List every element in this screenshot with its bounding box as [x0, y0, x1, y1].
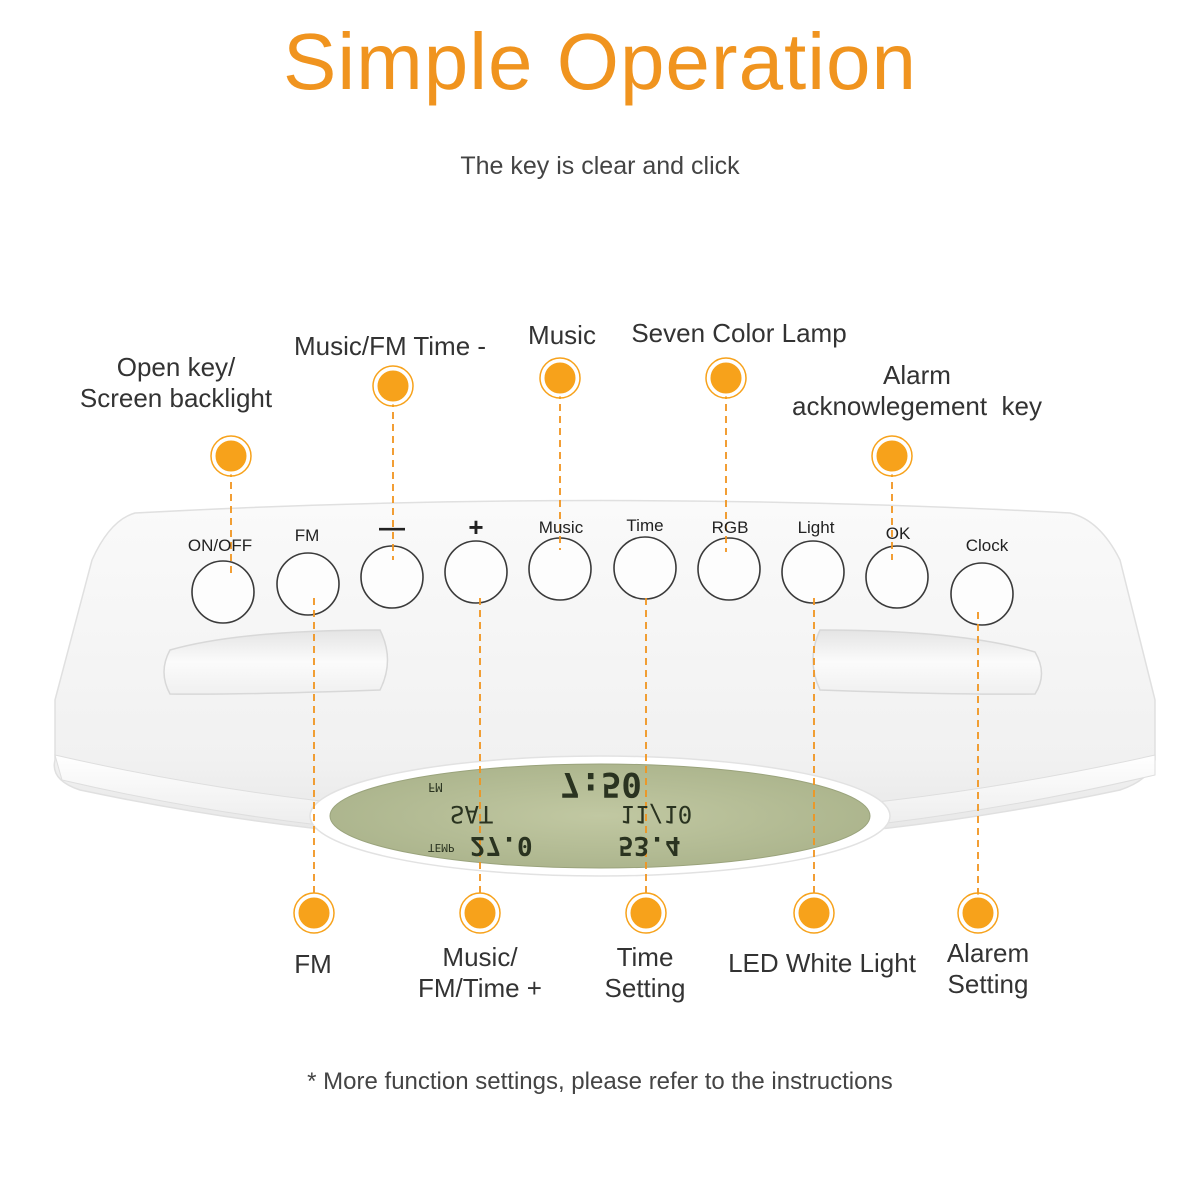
callout-music-fm-time-plus: Music/ FM/Time +: [418, 942, 542, 1003]
right-slot: [812, 629, 1043, 695]
light-button: [781, 540, 845, 604]
lcd-day: SAT: [450, 800, 494, 828]
lcd-temp-label: TEMP: [428, 841, 455, 854]
button-label-ok: OK: [885, 524, 911, 543]
music-button: [528, 537, 592, 601]
button-label-fm: FM: [294, 526, 320, 545]
clock-button: [950, 562, 1014, 626]
footnote: * More function settings, please refer t…: [307, 1068, 893, 1095]
dot-music: [541, 359, 579, 397]
lcd-time: 7:50: [560, 764, 642, 804]
time-button: [613, 536, 677, 600]
button-label-light: Light: [797, 518, 835, 537]
lcd-readout: TEMP 27.0 53.4 SAT 11/10 7:50 FM: [330, 764, 870, 862]
callout-dots: [212, 359, 997, 932]
minus-button: [360, 545, 424, 609]
page-subtitle: The key is clear and click: [460, 152, 740, 180]
onoff-button: [191, 560, 255, 624]
lcd-temp: 27.0: [470, 830, 533, 860]
button-label-time: Time: [626, 516, 664, 535]
dot-clock: [959, 894, 997, 932]
callout-open-key: Open key/ Screen backlight: [79, 352, 273, 413]
button-label-clock: Clock: [965, 536, 1009, 555]
button-label-rgb: RGB: [711, 518, 749, 537]
callout-fm: FM: [294, 949, 332, 979]
rgb-button: [697, 537, 761, 601]
lcd-date: 11/10: [620, 800, 693, 828]
callout-alarm-setting: Alarem Setting: [946, 938, 1030, 999]
dot-fm: [295, 894, 333, 932]
button-label-onoff: ON/OFF: [187, 536, 253, 555]
button-label-music: Music: [538, 518, 584, 537]
callout-seven-color-lamp: Seven Color Lamp: [631, 318, 847, 348]
dot-rgb: [707, 359, 745, 397]
dot-time: [627, 894, 665, 932]
lcd-mode: FM: [428, 780, 443, 794]
lcd-humidity: 53.4: [618, 830, 681, 860]
left-slot: [163, 629, 389, 695]
button-label-minus: —: [379, 512, 405, 542]
dot-light: [795, 894, 833, 932]
dot-plus: [461, 894, 499, 932]
callout-alarm-ack: Alarm acknowlegement key: [791, 360, 1043, 421]
callout-music-fm-time-minus: Music/FM Time -: [293, 331, 487, 361]
callout-music: Music: [528, 320, 596, 350]
plus-button: [444, 540, 508, 604]
callout-time-setting: Time Setting: [604, 942, 686, 1003]
leader-lines: [230, 392, 979, 898]
page-title: Simple Operation: [282, 17, 918, 106]
ok-button: [865, 545, 929, 609]
dot-minus: [374, 367, 412, 405]
lcd-screen: [329, 763, 871, 869]
dot-ok: [873, 437, 911, 475]
fm-button: [276, 552, 340, 616]
callout-led-white-light: LED White Light: [728, 948, 916, 978]
button-row: [191, 536, 1014, 626]
dot-onoff: [212, 437, 250, 475]
button-label-plus: +: [468, 512, 484, 542]
